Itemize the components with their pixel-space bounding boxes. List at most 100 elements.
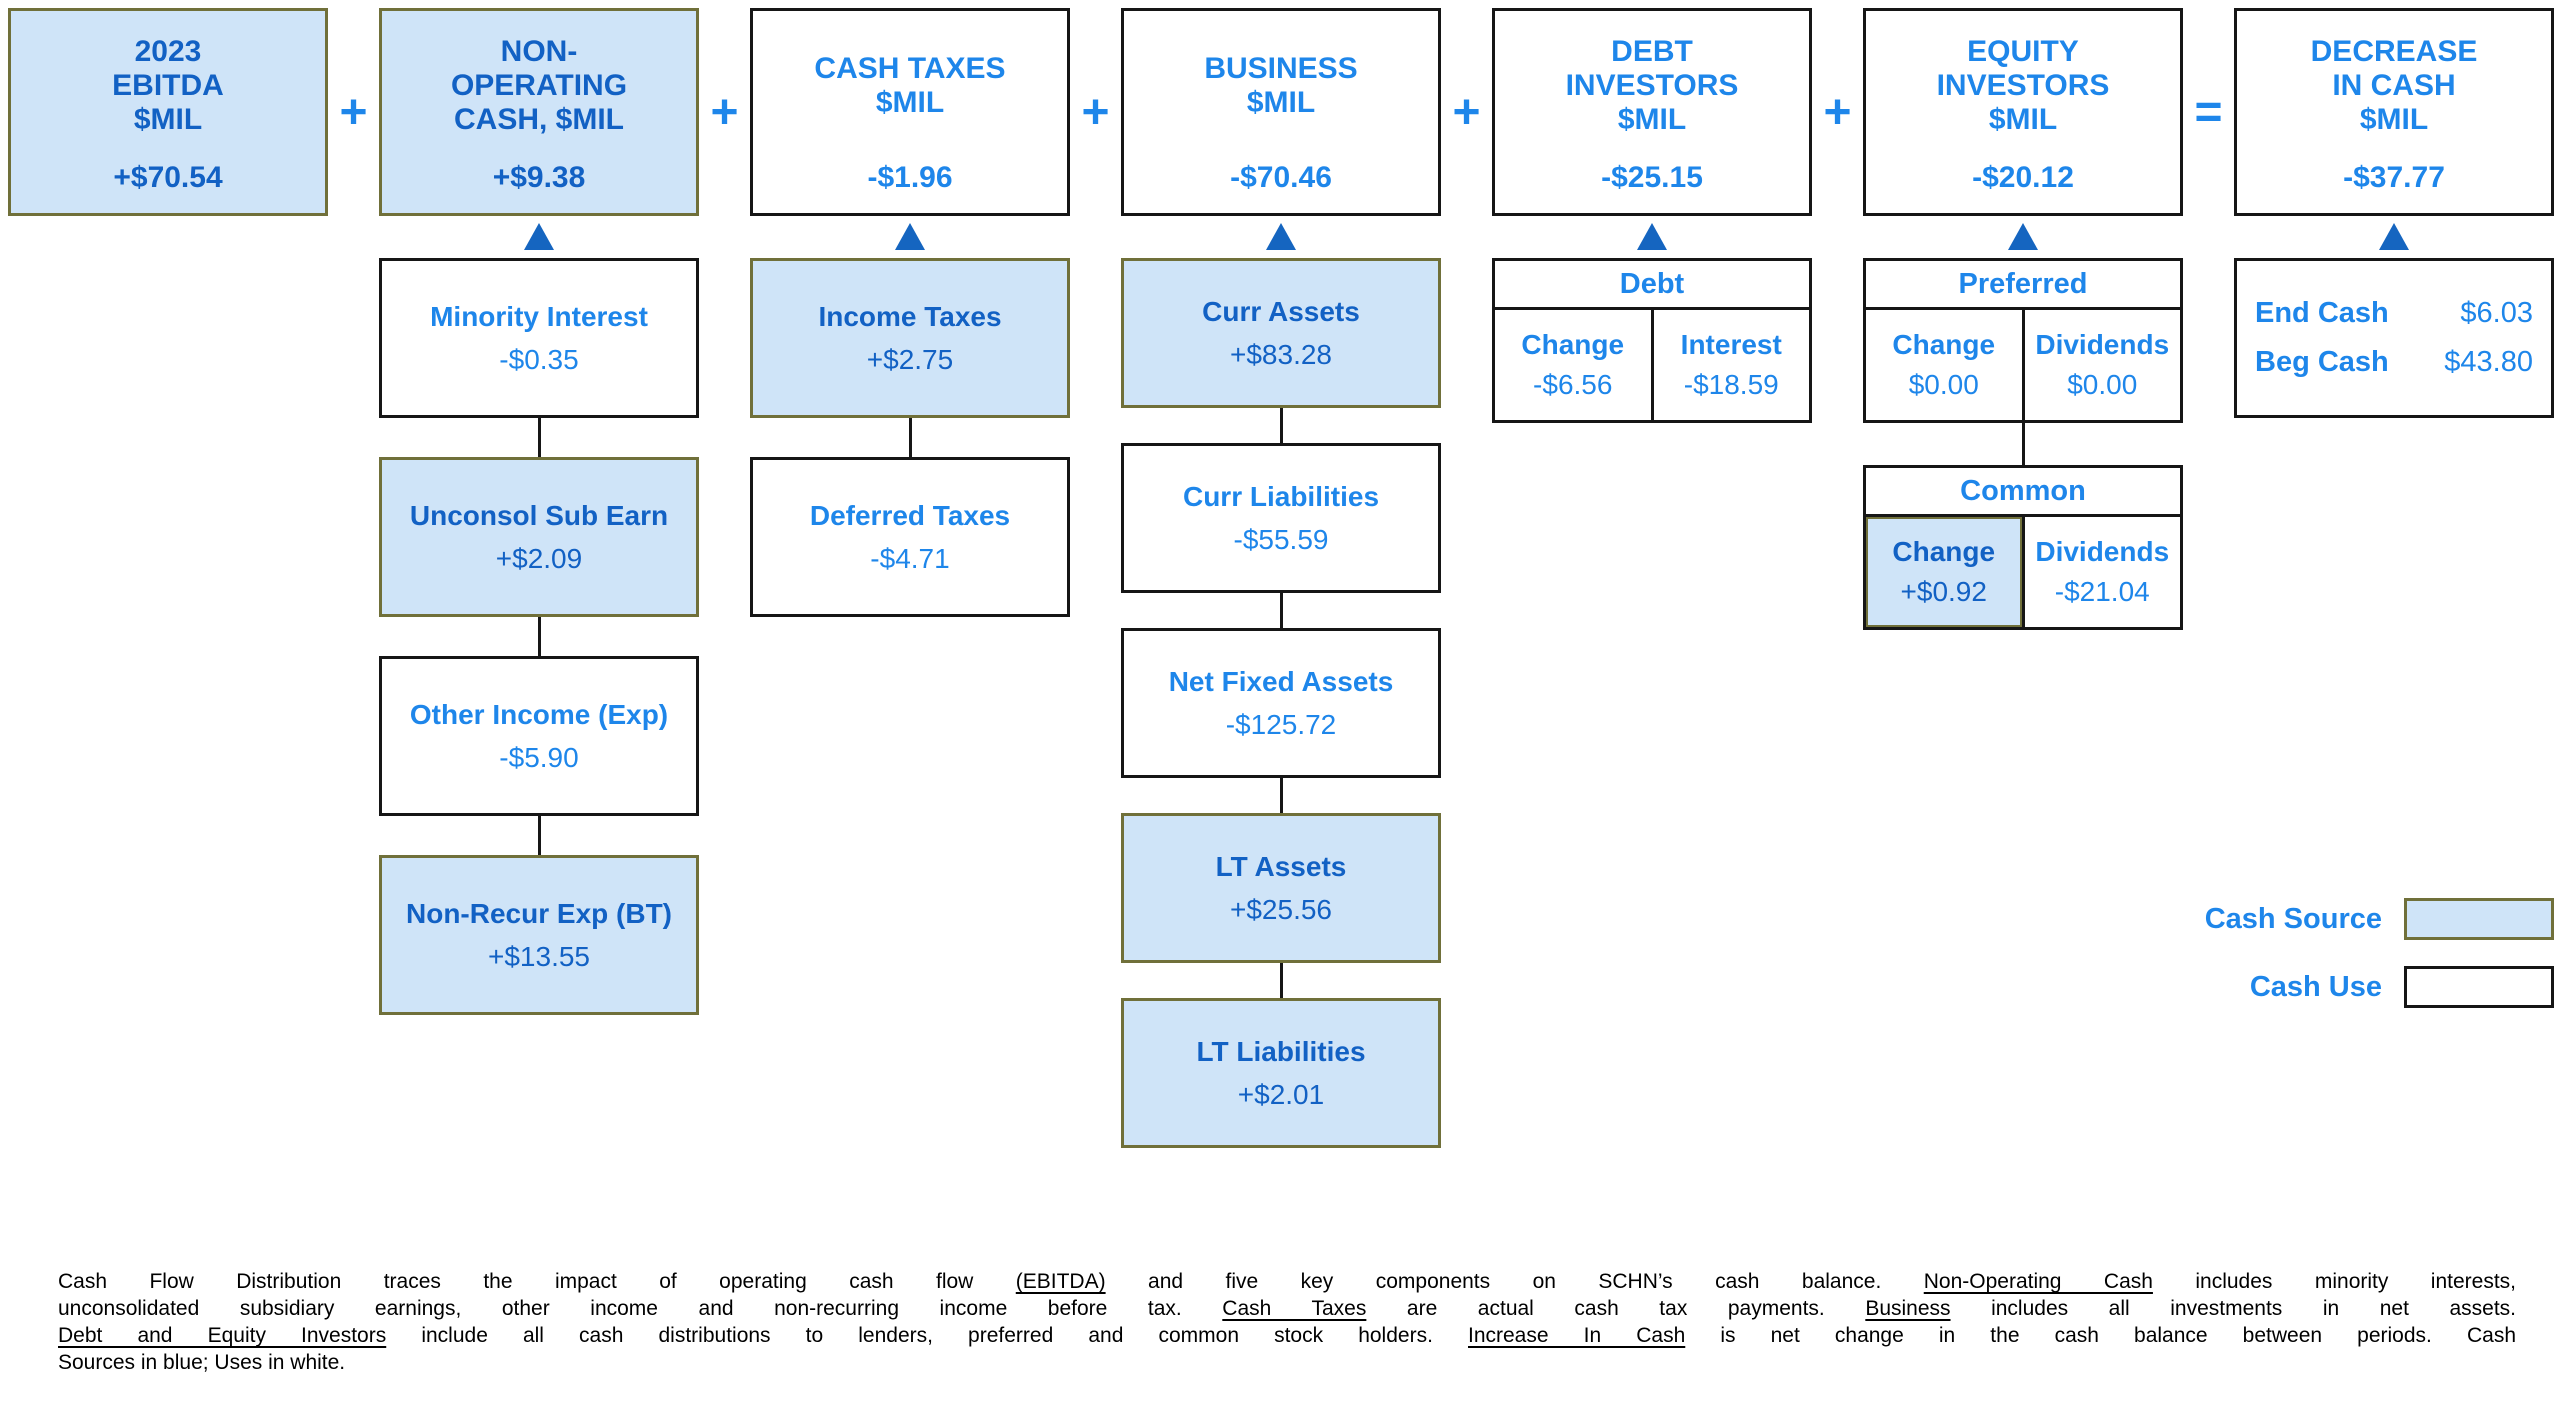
legend-swatch-cash-use: [2404, 966, 2554, 1008]
connector-line: [537, 816, 541, 855]
footnote-text: unconsolidated subsidiary earnings, othe…: [58, 1297, 1223, 1320]
connector-line: [1279, 778, 1283, 813]
sub-box-unconsol-sub-earn: Unconsol Sub Earn +$2.09: [379, 457, 699, 617]
connector-line: [2021, 423, 2025, 465]
column-debt-investors: DEBT INVESTORS $MIL -$25.15 Debt Change …: [1492, 8, 1812, 423]
sub-box-deferred-taxes: Deferred Taxes -$4.71: [750, 457, 1070, 617]
sub-box-curr-assets: Curr Assets +$83.28: [1121, 258, 1441, 408]
sub-box-label: Non-Recur Exp (BT): [406, 897, 672, 929]
header-title-debt-investors: DEBT INVESTORS $MIL: [1565, 34, 1739, 137]
sub-box-income-taxes: Income Taxes +$2.75: [750, 258, 1070, 418]
header-box-debt-investors: DEBT INVESTORS $MIL -$25.15: [1492, 8, 1812, 216]
footnote-line: Debt and Equity Investors include all ca…: [58, 1322, 2516, 1349]
sub-box-lt-assets: LT Assets +$25.56: [1121, 813, 1441, 963]
connector-line: [1279, 593, 1283, 628]
header-box-equity-investors: EQUITY INVESTORS $MIL -$20.12: [1863, 8, 2183, 216]
sub-box-value: +$2.01: [1237, 1078, 1325, 1110]
cell-label: Dividends: [2035, 536, 2170, 567]
sub-box-label: Curr Assets: [1202, 295, 1360, 327]
column-non-operating-cash: NON- OPERATING CASH, $MIL +$9.38 Minorit…: [379, 8, 699, 1015]
arrow-up-icon: [2008, 223, 2038, 250]
footnote: Cash Flow Distribution traces the impact…: [58, 1268, 2516, 1376]
column-decrease-in-cash: DECREASE IN CASH $MIL -$37.77 End Cash $…: [2234, 8, 2554, 418]
debt-change-cell: Change -$6.56: [1495, 310, 1651, 420]
debt-table: Debt Change -$6.56 Interest -$18.59: [1492, 258, 1812, 423]
header-title-business: BUSINESS $MIL: [1204, 51, 1358, 119]
sub-box-non-recur-exp-bt: Non-Recur Exp (BT) +$13.55: [379, 855, 699, 1015]
plus-operator: +: [710, 85, 739, 139]
sub-box-minority-interest: Minority Interest -$0.35: [379, 258, 699, 418]
footnote-underlined-term: Business: [1865, 1297, 1951, 1320]
sub-box-value: -$125.72: [1225, 708, 1337, 740]
sub-box-value: -$0.35: [499, 343, 579, 375]
footnote-underlined-term: (EBITDA): [1015, 1270, 1106, 1293]
diagram-grid: 2023 EBITDA $MIL +$70.54 + NON- OPERATIN…: [8, 8, 2554, 1148]
cell-label: Interest: [1680, 329, 1782, 360]
legend-label-cash-use: Cash Use: [2249, 970, 2382, 1003]
cash-summary-box: End Cash $6.03 Beg Cash $43.80: [2234, 258, 2554, 418]
preferred-table-title: Preferred: [1866, 261, 2180, 310]
cell-value: $0.00: [1908, 369, 1979, 400]
common-dividends-cell: Dividends -$21.04: [2021, 517, 2181, 627]
arrow-up-icon: [524, 223, 554, 250]
sub-box-curr-liabilities: Curr Liabilities -$55.59: [1121, 443, 1441, 593]
footnote-text: include all cash distributions to lender…: [386, 1324, 1468, 1347]
preferred-table: Preferred Change $0.00 Dividends $0.00: [1863, 258, 2183, 423]
cell-value: -$18.59: [1683, 369, 1779, 400]
header-box-cash-taxes: CASH TAXES $MIL -$1.96: [750, 8, 1070, 216]
header-value-cash-taxes: -$1.96: [867, 161, 953, 194]
arrow-up-icon: [895, 223, 925, 250]
sub-box-label: LT Liabilities: [1196, 1035, 1366, 1067]
footnote-line: Sources in blue; Uses in white.: [58, 1349, 2516, 1376]
legend: Cash Source Cash Use: [2205, 898, 2554, 1008]
footnote-text: includes all investments in net assets.: [1950, 1297, 2516, 1320]
column-equity-investors: EQUITY INVESTORS $MIL -$20.12 Preferred …: [1863, 8, 2183, 630]
footnote-text: and five key components on SCHN’s cash b…: [1105, 1270, 1924, 1293]
common-table-title: Common: [1866, 468, 2180, 517]
connector-line: [1279, 408, 1283, 443]
equals-operator: =: [2194, 85, 2223, 139]
footnote-underlined-term: Cash Taxes: [1222, 1297, 1367, 1320]
header-title-decrease-in-cash: DECREASE IN CASH $MIL: [2310, 34, 2478, 137]
header-title-ebitda: 2023 EBITDA $MIL: [112, 34, 224, 137]
plus-operator: +: [1452, 85, 1481, 139]
header-box-non-operating-cash: NON- OPERATING CASH, $MIL +$9.38: [379, 8, 699, 216]
column-cash-taxes: CASH TAXES $MIL -$1.96 Income Taxes +$2.…: [750, 8, 1070, 617]
cell-value: $0.00: [2067, 369, 2138, 400]
footnote-underlined-term: Non-Operating Cash: [1923, 1270, 2153, 1293]
plus-operator: +: [1081, 85, 1110, 139]
cell-label: Change: [1892, 329, 1996, 360]
header-title-non-operating-cash: NON- OPERATING CASH, $MIL: [450, 34, 628, 137]
sub-box-label: Deferred Taxes: [809, 499, 1011, 531]
footnote-text: are actual cash tax payments.: [1366, 1297, 1866, 1320]
header-value-equity-investors: -$20.12: [1972, 161, 2074, 194]
sub-box-label: Other Income (Exp): [409, 698, 669, 730]
header-box-business: BUSINESS $MIL -$70.46: [1121, 8, 1441, 216]
sub-box-value: +$83.28: [1230, 338, 1332, 370]
beg-cash-row: Beg Cash $43.80: [2255, 346, 2533, 379]
sub-box-lt-liabilities: LT Liabilities +$2.01: [1121, 998, 1441, 1148]
sub-box-value: +$13.55: [488, 940, 590, 972]
cell-value: -$21.04: [2054, 576, 2150, 607]
connector-line: [537, 617, 541, 656]
cell-label: Change: [1521, 329, 1625, 360]
legend-label-cash-source: Cash Source: [2204, 902, 2382, 935]
common-change-cell: Change +$0.92: [1866, 517, 2022, 627]
footnote-underlined-term: Increase In Cash: [1468, 1324, 1686, 1347]
cell-label: Change: [1892, 536, 1996, 567]
header-value-debt-investors: -$25.15: [1601, 161, 1703, 194]
common-table: Common Change +$0.92 Dividends -$21.04: [1863, 465, 2183, 630]
header-value-business: -$70.46: [1230, 161, 1332, 194]
header-box-ebitda: 2023 EBITDA $MIL +$70.54: [8, 8, 328, 216]
sub-box-label: Minority Interest: [430, 300, 648, 332]
footnote-line: Cash Flow Distribution traces the impact…: [58, 1268, 2516, 1295]
sub-box-label: Income Taxes: [818, 300, 1002, 332]
debt-table-title: Debt: [1495, 261, 1809, 310]
sub-box-value: +$2.75: [866, 343, 954, 375]
sub-box-value: -$4.71: [870, 542, 950, 574]
connector-line: [1279, 963, 1283, 998]
footnote-text: is net change in the cash balance betwee…: [1685, 1324, 2516, 1347]
footnote-underlined-term: Debt and Equity Investors: [58, 1324, 387, 1347]
sub-box-label: Curr Liabilities: [1182, 480, 1380, 512]
